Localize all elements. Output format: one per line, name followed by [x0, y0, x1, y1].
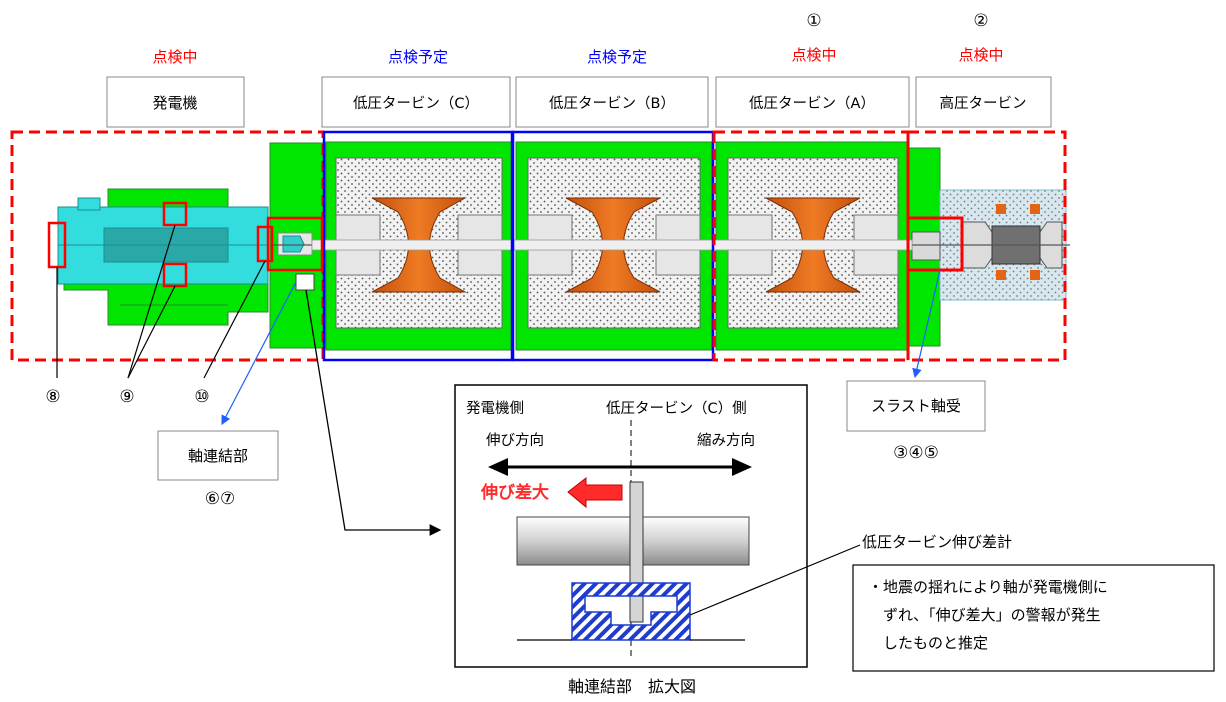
- section-lp-a: 低圧タービン（A）: [749, 95, 875, 112]
- detail-right-side: 低圧タービン（C）側: [606, 400, 747, 417]
- coupling-markers: ⑥⑦: [205, 489, 235, 509]
- status-lp-a: 点検中: [791, 46, 836, 64]
- section-generator: 発電機: [152, 94, 197, 112]
- gauge-label: 低圧タービン伸び差計: [862, 533, 1012, 551]
- marker-8: ⑧: [45, 387, 60, 407]
- note-line-2: ずれ、「伸び差大」の警報が発生: [883, 606, 1101, 624]
- leader-coupling: [221, 281, 297, 426]
- section-lp-b: 低圧タービン（B）: [549, 95, 675, 112]
- detail-caption: 軸連結部 拡大図: [568, 677, 696, 696]
- thrust-markers: ③④⑤: [893, 443, 939, 463]
- note-box: ・地震の揺れにより軸が発電機側に ずれ、「伸び差大」の警報が発生 したものと推定: [852, 564, 1215, 672]
- marker-box-thrust: [906, 216, 964, 272]
- status-lp-b: 点検予定: [587, 48, 647, 66]
- detail-expansion-dir: 伸び方向: [486, 432, 544, 449]
- section-box-lp-c: 低圧タービン（C）: [321, 76, 511, 128]
- gauge-probe: [629, 481, 644, 623]
- coupling-label: 軸連結部: [188, 447, 248, 465]
- leader-thrust: [912, 269, 941, 379]
- status-hp: 点検中: [958, 46, 1003, 64]
- section-hp: 高圧タービン: [940, 95, 1027, 112]
- marker-lp-a: ①: [806, 11, 821, 31]
- leader-9b: [127, 285, 176, 379]
- section-box-hp: 高圧タービン: [915, 76, 1052, 128]
- detail-view: 発電機側 低圧タービン（C）側 伸び方向 縮み方向 伸び差大: [454, 384, 808, 668]
- detail-left-side: 発電機側: [466, 400, 524, 417]
- status-lp-c: 点検予定: [388, 48, 448, 66]
- direction-arrow-right-head: [732, 458, 752, 476]
- leader-gauge: [689, 544, 861, 616]
- thrust-label: スラスト軸受: [871, 397, 961, 415]
- detail-contraction-dir: 縮み方向: [697, 432, 755, 449]
- note-line-3: したものと推定: [883, 634, 988, 652]
- leader-10: [203, 260, 266, 379]
- status-generator: 点検中: [152, 48, 197, 66]
- marker-box-coupling: [266, 216, 324, 272]
- section-box-generator: 発電機: [106, 76, 245, 128]
- leader-9a: [127, 224, 176, 379]
- section-box-lp-b: 低圧タービン（B）: [515, 76, 709, 128]
- direction-arrow-left-head: [488, 458, 508, 476]
- coupling-box: [157, 430, 279, 481]
- frame-lp-b-planned: [511, 130, 715, 362]
- marker-10: ⑩: [194, 387, 209, 407]
- marker-9: ⑨: [119, 387, 134, 407]
- note-line-1: ・地震の揺れにより軸が発電機側に: [868, 578, 1108, 596]
- leader-detail: [305, 289, 442, 536]
- turbine-train-drawing: [57, 141, 1070, 351]
- large-diff-label: 伸び差大: [480, 482, 549, 503]
- large-diff-arrow: [567, 476, 623, 509]
- section-box-lp-a: 低圧タービン（A）: [715, 76, 910, 128]
- section-lp-c: 低圧タービン（C）: [353, 95, 479, 112]
- thrust-box: [846, 380, 986, 432]
- marker-hp: ②: [973, 11, 988, 31]
